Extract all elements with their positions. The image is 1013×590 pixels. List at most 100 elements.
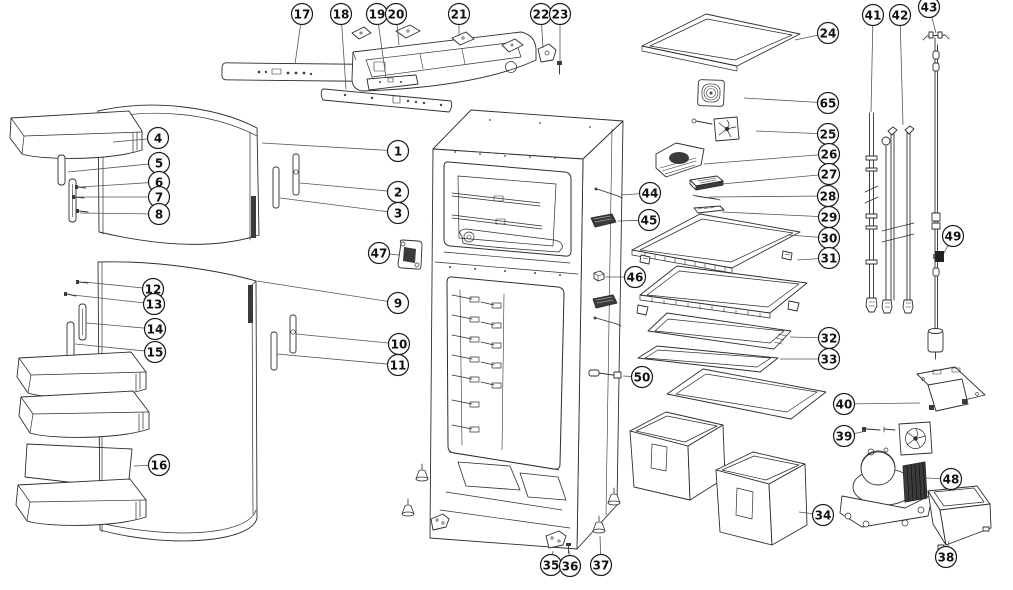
callout-number-7: 7 xyxy=(155,191,163,205)
part-44-heater-rods xyxy=(593,187,623,327)
callout-number-17: 17 xyxy=(294,8,311,22)
callout-number-27: 27 xyxy=(821,168,838,182)
part-30-freezer-shelf xyxy=(631,213,801,274)
callout-9: 9 xyxy=(256,280,410,315)
part-fridge-handle-strips xyxy=(270,314,297,371)
part-45-lamp-assemblies xyxy=(590,213,618,309)
part-36-screw xyxy=(566,543,571,554)
part-33-crisper-glass xyxy=(637,345,779,373)
callout-number-26: 26 xyxy=(821,148,838,162)
callout-49: 49 xyxy=(941,224,965,254)
part-31-shelf-clips xyxy=(639,250,793,265)
callout-47: 47 xyxy=(367,241,400,265)
callout-number-21: 21 xyxy=(451,8,468,22)
callout-29: 29 xyxy=(721,205,841,229)
callout-number-22: 22 xyxy=(533,8,550,22)
callout-number-38: 38 xyxy=(938,551,955,565)
callout-number-11: 11 xyxy=(390,359,407,373)
callout-21: 21 xyxy=(447,2,471,36)
callout-number-31: 31 xyxy=(821,252,838,266)
callout-46: 46 xyxy=(605,265,647,289)
part-freezer-door-trim-5 xyxy=(57,154,66,186)
part-49-sensor xyxy=(933,251,944,262)
part-34-crisper-drawers xyxy=(629,411,808,546)
callout-number-50: 50 xyxy=(634,371,651,385)
part-22-hinge-bracket xyxy=(537,43,557,63)
part-37-leveling-feet xyxy=(401,463,621,534)
callout-42: 42 xyxy=(888,3,912,126)
callout-36: 36 xyxy=(558,550,582,578)
callout-18: 18 xyxy=(329,2,353,90)
part-48-compressor xyxy=(839,447,934,528)
callout-41: 41 xyxy=(861,3,885,113)
callout-35: 35 xyxy=(539,550,563,577)
callout-13: 13 xyxy=(72,292,166,316)
part-38-drain-pan xyxy=(927,485,992,550)
callout-17: 17 xyxy=(290,2,314,65)
callout-34: 34 xyxy=(798,503,835,527)
callout-number-3: 3 xyxy=(394,207,402,221)
part-28-rod xyxy=(692,194,721,201)
part-screw-8 xyxy=(76,209,89,213)
part-65-fan-grille xyxy=(697,79,725,107)
callout-25: 25 xyxy=(755,122,840,146)
callout-number-36: 36 xyxy=(562,560,579,574)
part-27-control-module xyxy=(689,175,724,191)
callout-number-46: 46 xyxy=(627,271,644,285)
callout-number-49: 49 xyxy=(945,230,962,244)
callout-number-33: 33 xyxy=(821,353,838,367)
callout-33: 33 xyxy=(780,347,841,371)
callout-number-37: 37 xyxy=(593,559,610,573)
callout-27: 27 xyxy=(721,162,841,186)
callout-number-20: 20 xyxy=(388,8,405,22)
callout-number-2: 2 xyxy=(394,186,402,200)
callout-number-40: 40 xyxy=(836,398,853,412)
callout-number-25: 25 xyxy=(820,128,837,142)
callout-number-44: 44 xyxy=(642,187,659,201)
callout-40: 40 xyxy=(832,392,921,416)
callout-44: 44 xyxy=(620,181,662,205)
callout-50: 50 xyxy=(622,365,654,389)
part-26-fan-housing xyxy=(655,142,705,178)
part-screw-7 xyxy=(72,185,87,199)
callout-number-24: 24 xyxy=(820,27,837,41)
part-41-heater-tube xyxy=(864,112,879,313)
callout-number-13: 13 xyxy=(146,298,163,312)
callout-20: 20 xyxy=(384,2,408,46)
callout-11: 11 xyxy=(276,353,410,377)
part-29-strip xyxy=(693,205,725,214)
callout-number-19: 19 xyxy=(369,8,386,22)
callout-number-6: 6 xyxy=(155,176,163,190)
callout-1: 1 xyxy=(261,139,410,163)
callout-16: 16 xyxy=(133,453,171,477)
callout-number-28: 28 xyxy=(820,190,837,204)
callout-22: 22 xyxy=(529,2,553,49)
part-fridge-door-bin-3 xyxy=(15,478,147,526)
callout-28: 28 xyxy=(708,184,840,208)
callout-26: 26 xyxy=(703,142,841,166)
part-21-mount-brackets xyxy=(351,24,524,53)
callout-number-1: 1 xyxy=(394,145,402,159)
part-18-display-strip xyxy=(320,88,453,113)
part-19-small-strip xyxy=(366,74,419,91)
callout-32: 32 xyxy=(789,326,841,350)
part-fridge-door-bin-1 xyxy=(16,351,147,398)
callout-number-29: 29 xyxy=(821,211,838,225)
part-freezer-door-bin xyxy=(9,110,143,159)
part-35-hinge-plates xyxy=(430,513,567,549)
callout-number-8: 8 xyxy=(155,208,163,222)
callout-39: 39 xyxy=(832,424,867,448)
callout-10: 10 xyxy=(295,332,411,356)
callout-23: 23 xyxy=(548,2,572,61)
callout-number-45: 45 xyxy=(641,214,658,228)
callout-4: 4 xyxy=(112,126,170,150)
part-second-shelf xyxy=(636,265,808,319)
part-39-condenser-fan xyxy=(862,421,933,456)
part-fridge-door-bin-2 xyxy=(18,390,150,438)
callout-number-42: 42 xyxy=(892,9,909,23)
part-50-thermostat xyxy=(588,369,622,379)
callout-number-5: 5 xyxy=(155,157,163,171)
